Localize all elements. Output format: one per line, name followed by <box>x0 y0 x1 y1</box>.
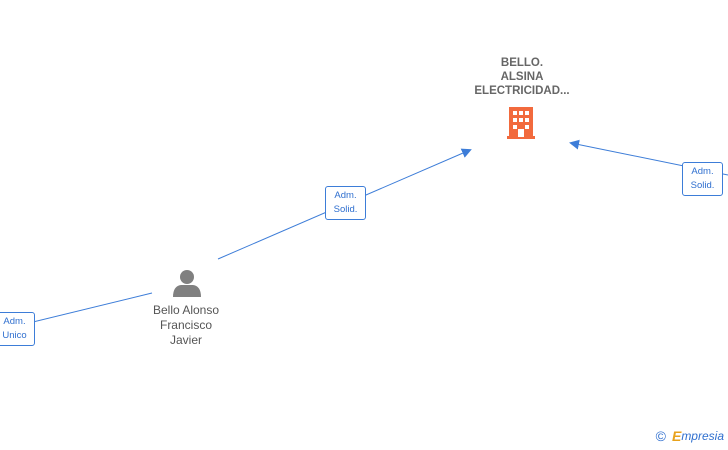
company-name-line-1: BELLO. <box>500 57 544 69</box>
person-name[interactable]: Bello Alonso Francisco Javier <box>140 303 232 348</box>
relation-label-line: Adm. <box>3 316 26 327</box>
building-icon[interactable] <box>507 107 535 139</box>
relation-label-line: Solid. <box>690 180 715 191</box>
person-icon[interactable] <box>173 270 201 297</box>
company-name[interactable]: BELLO. ALSINA ELECTRICIDAD... <box>452 56 592 98</box>
relation-label-line: Solid. <box>333 204 358 215</box>
empresia-watermark: © E mpresia <box>656 428 724 444</box>
relation-label-line: Unico <box>2 330 27 341</box>
relation-label-line: Adm. <box>691 166 714 177</box>
relation-label-line: Adm. <box>334 190 357 201</box>
relation-label-adm-solid-center[interactable]: Adm. Solid. <box>325 186 366 220</box>
brand-initial: E <box>671 428 682 444</box>
company-name-line-2: ALSINA <box>500 71 544 83</box>
copyright-symbol: © <box>655 428 666 444</box>
brand-name: mpresia <box>681 429 724 443</box>
person-name-line-2: Francisco <box>159 318 212 332</box>
company-name-line-3: ELECTRICIDAD... <box>474 85 570 97</box>
relation-label-adm-unico-left[interactable]: Adm. Unico <box>0 312 35 346</box>
person-name-line-3: Javier <box>169 333 202 347</box>
relation-label-adm-solid-right[interactable]: Adm. Solid. <box>682 162 723 196</box>
person-name-line-1: Bello Alonso <box>152 303 220 317</box>
